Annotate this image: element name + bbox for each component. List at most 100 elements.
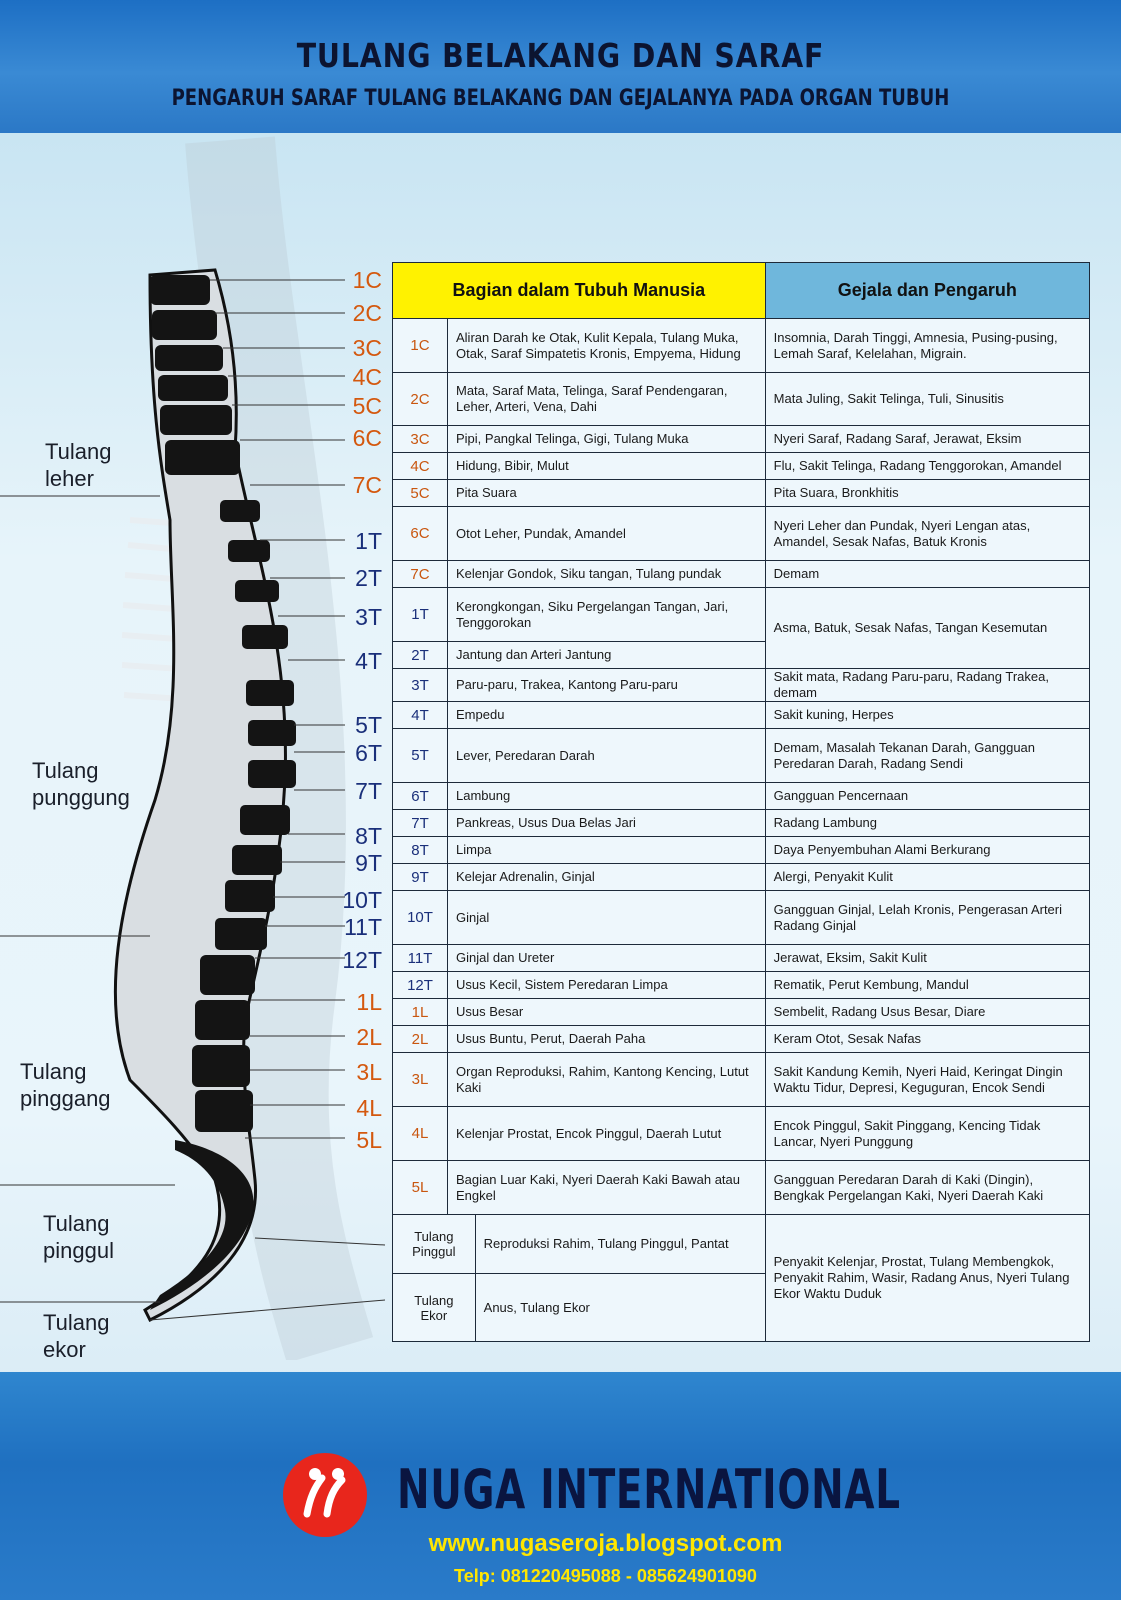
row-code: 3C xyxy=(392,425,448,453)
nerve-effects-table: Bagian dalam Tubuh Manusia Gejala dan Pe… xyxy=(392,262,1091,1342)
row-body-part: Bagian Luar Kaki, Nyeri Daerah Kaki Bawa… xyxy=(447,1160,766,1215)
row-body-part: Kelenjar Prostat, Encok Pinggul, Daerah … xyxy=(447,1106,766,1161)
row-code: 1L xyxy=(392,998,448,1026)
row-code: 6C xyxy=(392,506,448,561)
phone-numbers: Telp: 081220495088 - 085624901090 xyxy=(454,1566,757,1586)
page-title: TULANG BELAKANG DAN SARAF xyxy=(296,36,825,75)
vertebra-label-6c: 6C xyxy=(352,425,382,451)
row-body-part: Kelejar Adrenalin, Ginjal xyxy=(447,863,766,891)
col-header-body-part: Bagian dalam Tubuh Manusia xyxy=(392,262,766,319)
vertebra-label-3l: 3L xyxy=(356,1059,382,1085)
table-row: 7T Pankreas, Usus Dua Belas Jari Radang … xyxy=(392,809,1091,837)
vertebra-label-2t: 2T xyxy=(355,565,382,591)
hip-bone-label: Tulang Pinggul xyxy=(392,1214,476,1274)
row-symptom: Encok Pinggul, Sakit Pinggang, Kencing T… xyxy=(764,1106,1091,1161)
brand-logo-icon xyxy=(283,1453,367,1537)
row-symptom: Gangguan Peredaran Darah di Kaki (Dingin… xyxy=(764,1160,1091,1215)
row-body-part: Aliran Darah ke Otak, Kulit Kepala, Tula… xyxy=(447,318,766,373)
vertebra-label-5t: 5T xyxy=(355,712,382,738)
row-code: 4L xyxy=(392,1106,448,1161)
vertebra-label-5c: 5C xyxy=(352,393,382,419)
vertebra-label-1c: 1C xyxy=(352,267,382,293)
row-symptom: Jerawat, Eksim, Sakit Kulit xyxy=(764,944,1091,972)
table-row: 4T Empedu Sakit kuning, Herpes xyxy=(392,701,1091,729)
row-code: 3L xyxy=(392,1052,448,1107)
row-body-part: Mata, Saraf Mata, Telinga, Saraf Pendeng… xyxy=(447,372,766,426)
hip-bone-part: Reproduksi Rahim, Tulang Pinggul, Pantat xyxy=(474,1214,766,1274)
hip-tail-symptom: Penyakit Kelenjar, Prostat, Tulang Membe… xyxy=(764,1214,1091,1342)
row-body-part: Organ Reproduksi, Rahim, Kantong Kencing… xyxy=(447,1052,766,1107)
row-body-part: Usus Kecil, Sistem Peredaran Limpa xyxy=(447,971,766,999)
table-header-row: Bagian dalam Tubuh Manusia Gejala dan Pe… xyxy=(392,262,1091,319)
row-symptom: Nyeri Saraf, Radang Saraf, Jerawat, Eksi… xyxy=(764,425,1091,453)
table-row: 5T Lever, Peredaran Darah Demam, Masalah… xyxy=(392,728,1091,783)
vertebra-label-7c: 7C xyxy=(352,472,382,498)
table-row: 6C Otot Leher, Pundak, Amandel Nyeri Leh… xyxy=(392,506,1091,561)
row-body-part: Pipi, Pangkal Telinga, Gigi, Tulang Muka xyxy=(447,425,766,453)
table-row: 1C Aliran Darah ke Otak, Kulit Kepala, T… xyxy=(392,318,1091,373)
row-code: 3T xyxy=(392,668,448,702)
row-code: 5L xyxy=(392,1160,448,1215)
vertebra-label-2l: 2L xyxy=(356,1024,382,1050)
row-symptom: Nyeri Leher dan Pundak, Nyeri Lengan ata… xyxy=(764,506,1091,561)
vertebra-label-4t: 4T xyxy=(355,648,382,674)
row-code: 4T xyxy=(392,701,448,729)
footer-band xyxy=(0,1372,1121,1600)
row-symptom: Pita Suara, Bronkhitis xyxy=(764,479,1091,507)
row-code: 2C xyxy=(392,372,448,426)
table-row: 2T Jantung dan Arteri Jantung xyxy=(392,641,1090,669)
row-body-part: Empedu xyxy=(447,701,766,729)
row-body-part: Hidung, Bibir, Mulut xyxy=(447,452,766,480)
row-symptom: Gangguan Ginjal, Lelah Kronis, Pengerasa… xyxy=(764,890,1091,945)
row-code: 1C xyxy=(392,318,448,373)
table-row: 3C Pipi, Pangkal Telinga, Gigi, Tulang M… xyxy=(392,425,1091,453)
row-code: 5T xyxy=(392,728,448,783)
page-subtitle: PENGARUH SARAF TULANG BELAKANG DAN GEJAL… xyxy=(171,86,950,111)
row-body-part: Paru-paru, Trakea, Kantong Paru-paru xyxy=(447,668,766,702)
row-body-part: Usus Buntu, Perut, Daerah Paha xyxy=(447,1025,766,1053)
tail-bone-label: Tulang Ekor xyxy=(392,1273,476,1342)
vertebra-label-3c: 3C xyxy=(352,335,382,361)
vertebra-label-8t: 8T xyxy=(355,823,382,849)
row-symptom: Sakit mata, Radang Paru-paru, Radang Tra… xyxy=(764,668,1091,702)
header-band xyxy=(0,0,1121,133)
table-row: 12T Usus Kecil, Sistem Peredaran Limpa R… xyxy=(392,971,1091,999)
row-body-part: Pita Suara xyxy=(447,479,766,507)
vertebra-label-7t: 7T xyxy=(355,778,382,804)
row-symptom: Mata Juling, Sakit Telinga, Tuli, Sinusi… xyxy=(764,372,1091,426)
table-row: 2C Mata, Saraf Mata, Telinga, Saraf Pend… xyxy=(392,372,1091,426)
row-code: 5C xyxy=(392,479,448,507)
row-symptom: Radang Lambung xyxy=(764,809,1091,837)
row-symptom: Sakit Kandung Kemih, Nyeri Haid, Keringa… xyxy=(764,1052,1091,1107)
row-symptom: Gangguan Pencernaan xyxy=(764,782,1091,810)
row-body-part: Lever, Peredaran Darah xyxy=(447,728,766,783)
row-body-part: Kerongkongan, Siku Pergelangan Tangan, J… xyxy=(447,587,766,642)
row-code: 8T xyxy=(392,836,448,864)
row-code: 6T xyxy=(392,782,448,810)
vertebra-label-5l: 5L xyxy=(356,1127,382,1153)
row-symptom: Sakit kuning, Herpes xyxy=(764,701,1091,729)
table-row-tail: Tulang Ekor Anus, Tulang Ekor xyxy=(392,1273,1090,1342)
table-row: 11T Ginjal dan Ureter Jerawat, Eksim, Sa… xyxy=(392,944,1091,972)
row-symptom: Keram Otot, Sesak Nafas xyxy=(764,1025,1091,1053)
row-body-part: Jantung dan Arteri Jantung xyxy=(447,641,766,669)
vertebrae xyxy=(150,275,296,1310)
row-code: 1T xyxy=(392,587,448,642)
table-row: 1L Usus Besar Sembelit, Radang Usus Besa… xyxy=(392,998,1091,1026)
row-body-part: Usus Besar xyxy=(447,998,766,1026)
vertebra-label-1t: 1T xyxy=(355,528,382,554)
row-body-part: Pankreas, Usus Dua Belas Jari xyxy=(447,809,766,837)
table-row: 9T Kelejar Adrenalin, Ginjal Alergi, Pen… xyxy=(392,863,1091,891)
table-row: 8T Limpa Daya Penyembuhan Alami Berkuran… xyxy=(392,836,1091,864)
row-code: 7C xyxy=(392,560,448,588)
website-link[interactable]: www.nugaseroja.blogspot.com xyxy=(428,1530,783,1557)
row-body-part: Ginjal dan Ureter xyxy=(447,944,766,972)
row-symptom: Sembelit, Radang Usus Besar, Diare xyxy=(764,998,1091,1026)
row-code: 11T xyxy=(392,944,448,972)
vertebra-label-10t: 10T xyxy=(342,887,382,913)
